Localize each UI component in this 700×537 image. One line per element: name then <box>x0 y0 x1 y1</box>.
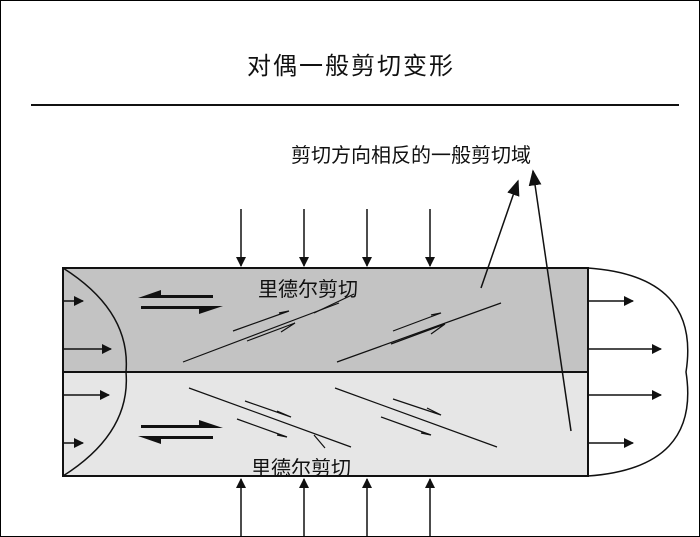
riedel-shear-label-lower: 里德尔剪切 <box>251 456 351 480</box>
left-velocity-profile-curve <box>62 267 128 477</box>
riedel-shear-couple <box>380 416 432 436</box>
lower-shear-sense-arrow-left <box>138 436 213 444</box>
upper-shear-band <box>62 267 589 373</box>
bottom-compression-arrows <box>236 478 435 536</box>
riedel-fracture <box>334 387 498 448</box>
riedel-label-leader-upper <box>313 293 355 314</box>
riedel-shear-couple <box>232 310 290 332</box>
riedel-shear-couple <box>392 312 442 332</box>
general-shear-domain-pointer <box>528 169 572 432</box>
upper-shear-sense-arrow-left <box>138 290 213 298</box>
riedel-shear-couple <box>392 398 442 416</box>
lower-shear-sense-arrow-right <box>141 420 223 428</box>
right-profile-arrows <box>588 296 662 448</box>
upper-shear-sense-arrow-right <box>141 306 223 314</box>
general-shear-domain-label: 剪切方向相反的一般剪切域 <box>291 143 531 167</box>
riedel-label-leader-lower <box>313 434 326 449</box>
riedel-shear-label-upper: 里德尔剪切 <box>258 277 358 301</box>
riedel-fracture <box>336 302 502 363</box>
riedel-shear-couple <box>244 400 292 418</box>
riedel-shear-couple <box>390 323 446 345</box>
diagram-title: 对偶一般剪切变形 <box>247 52 455 80</box>
upper-riedel-fractures <box>182 302 502 363</box>
riedel-shear-couple <box>246 322 296 342</box>
riedel-shear-couple <box>236 418 288 438</box>
right-velocity-profile-curve <box>587 267 689 477</box>
left-profile-arrows <box>63 296 112 448</box>
riedel-fracture <box>182 302 340 363</box>
lower-shear-sense-arrows <box>138 420 223 444</box>
riedel-fracture <box>188 387 352 448</box>
lower-riedel-fractures <box>188 387 498 448</box>
upper-shear-sense-arrows <box>138 290 223 314</box>
top-compression-arrows <box>236 209 435 267</box>
lower-shear-band <box>62 371 589 477</box>
general-shear-domain-pointer <box>480 179 520 289</box>
general-shear-domain-pointers <box>480 169 572 432</box>
